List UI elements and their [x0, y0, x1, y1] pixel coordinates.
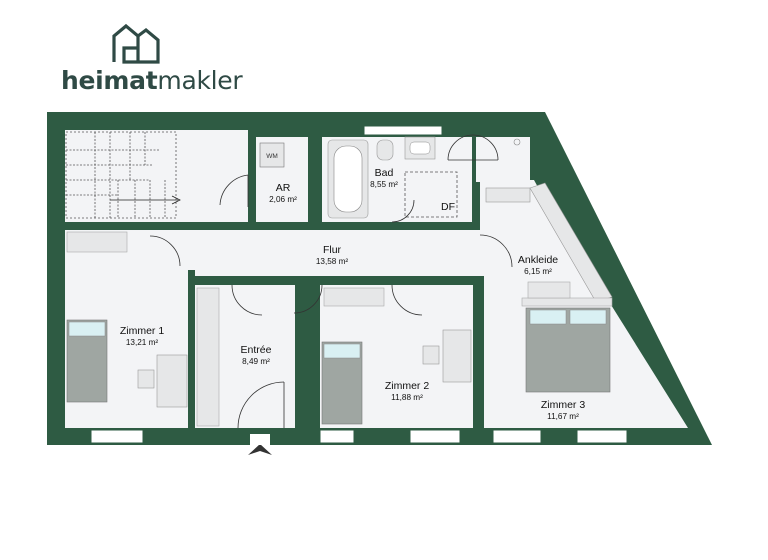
- brand-name-light: makler: [157, 66, 243, 95]
- desk: [442, 329, 472, 383]
- entree-furniture: [196, 287, 285, 455]
- room-area-flur: 13,58 m²: [316, 257, 349, 266]
- wardrobe: [521, 297, 613, 307]
- toilet: [376, 139, 394, 161]
- room-name-zimmer1: Zimmer 1: [120, 325, 164, 337]
- interior-walls: [188, 270, 484, 430]
- room-name-zimmer3: Zimmer 3: [541, 399, 585, 411]
- wm-label: WM: [266, 153, 278, 160]
- room-name-ankleide: Ankleide: [518, 254, 558, 266]
- df-label: DF: [441, 201, 455, 213]
- stair-hall-floor: [65, 130, 248, 222]
- zimmer1-furniture: [66, 231, 188, 408]
- washing-machine: [259, 142, 285, 168]
- room-floors: [65, 130, 688, 428]
- entrance-arrow-icon: [248, 444, 272, 455]
- room-area-bad: 8,55 m²: [370, 180, 398, 189]
- room-area-entree: 8,49 m²: [242, 357, 270, 366]
- brand-name-bold: heimat: [61, 66, 158, 95]
- shower-area: [404, 171, 458, 218]
- bathroom-fixtures: DF: [327, 134, 521, 223]
- dressing-top-floor: [476, 137, 530, 182]
- desk: [156, 354, 188, 408]
- house-outline-icon: [112, 23, 160, 64]
- hall-doors: [149, 234, 513, 316]
- ankleide-wardrobe: [485, 182, 613, 303]
- room-area-ankleide: 6,15 m²: [524, 267, 552, 276]
- flur-floor: [65, 180, 600, 300]
- room-area-ar: 2,06 m²: [269, 195, 297, 204]
- zimmer3-furniture: [521, 281, 613, 393]
- wardrobe: [196, 287, 220, 427]
- room-name-entree: Entrée: [241, 344, 272, 356]
- brand-name: heimatmakler: [61, 66, 243, 95]
- room-name-bad: Bad: [375, 167, 394, 179]
- room-area-zimmer3: 11,67 m²: [547, 412, 579, 421]
- chair: [422, 345, 440, 365]
- windows: [90, 125, 628, 445]
- room-name-zimmer2: Zimmer 2: [385, 380, 429, 392]
- chair: [137, 369, 155, 389]
- wardrobe: [323, 287, 385, 307]
- brand-logo: [108, 22, 162, 66]
- room-name-ar: AR: [276, 182, 291, 194]
- room-area-zimmer1: 13,21 m²: [126, 338, 159, 347]
- room-name-flur: Flur: [323, 244, 342, 256]
- staircase-icon: [65, 131, 181, 219]
- room-labels: AR 2,06 m² Bad 8,55 m² Flur 13,58 m² Ank…: [120, 167, 585, 421]
- room-area-zimmer2: 11,88 m²: [391, 393, 423, 402]
- zimmer2-furniture: [321, 287, 472, 425]
- ar-fixtures: WM: [219, 142, 285, 207]
- wardrobe: [66, 231, 128, 253]
